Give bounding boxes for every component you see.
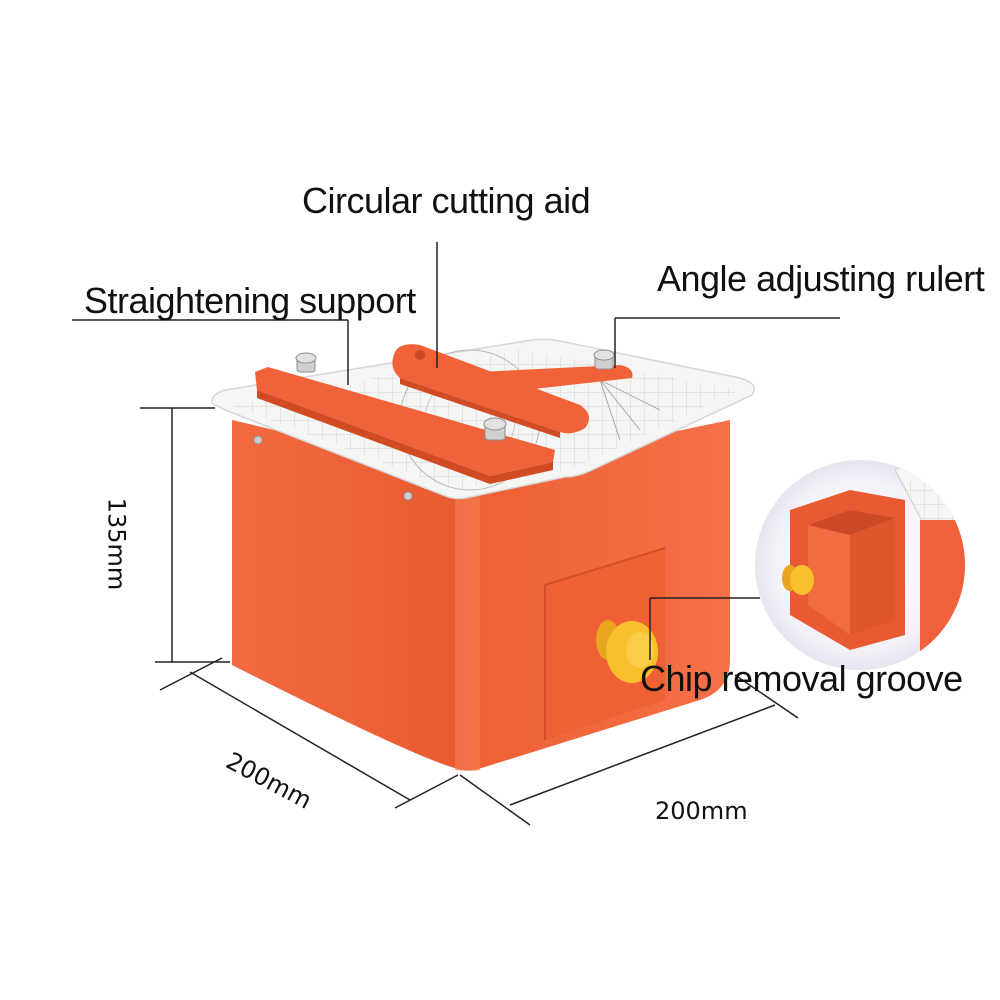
leader-lines (72, 242, 840, 660)
angle-ruler-bar (478, 349, 633, 395)
dimension-height: 135mm (102, 497, 131, 591)
dimension-width: 200mm (655, 797, 748, 825)
inset-drawer-detail (755, 460, 965, 670)
label-angle-adjusting-ruler: Angle adjusting rulert (657, 258, 985, 299)
label-circular-cutting-aid: Circular cutting aid (302, 180, 591, 221)
drawer-knob (596, 620, 658, 683)
label-straightening-support: Straightening support (84, 280, 416, 321)
straightening-support-bar (255, 352, 555, 484)
dimension-lines (140, 407, 799, 826)
label-chip-removal-groove: Chip removal groove (640, 658, 963, 699)
